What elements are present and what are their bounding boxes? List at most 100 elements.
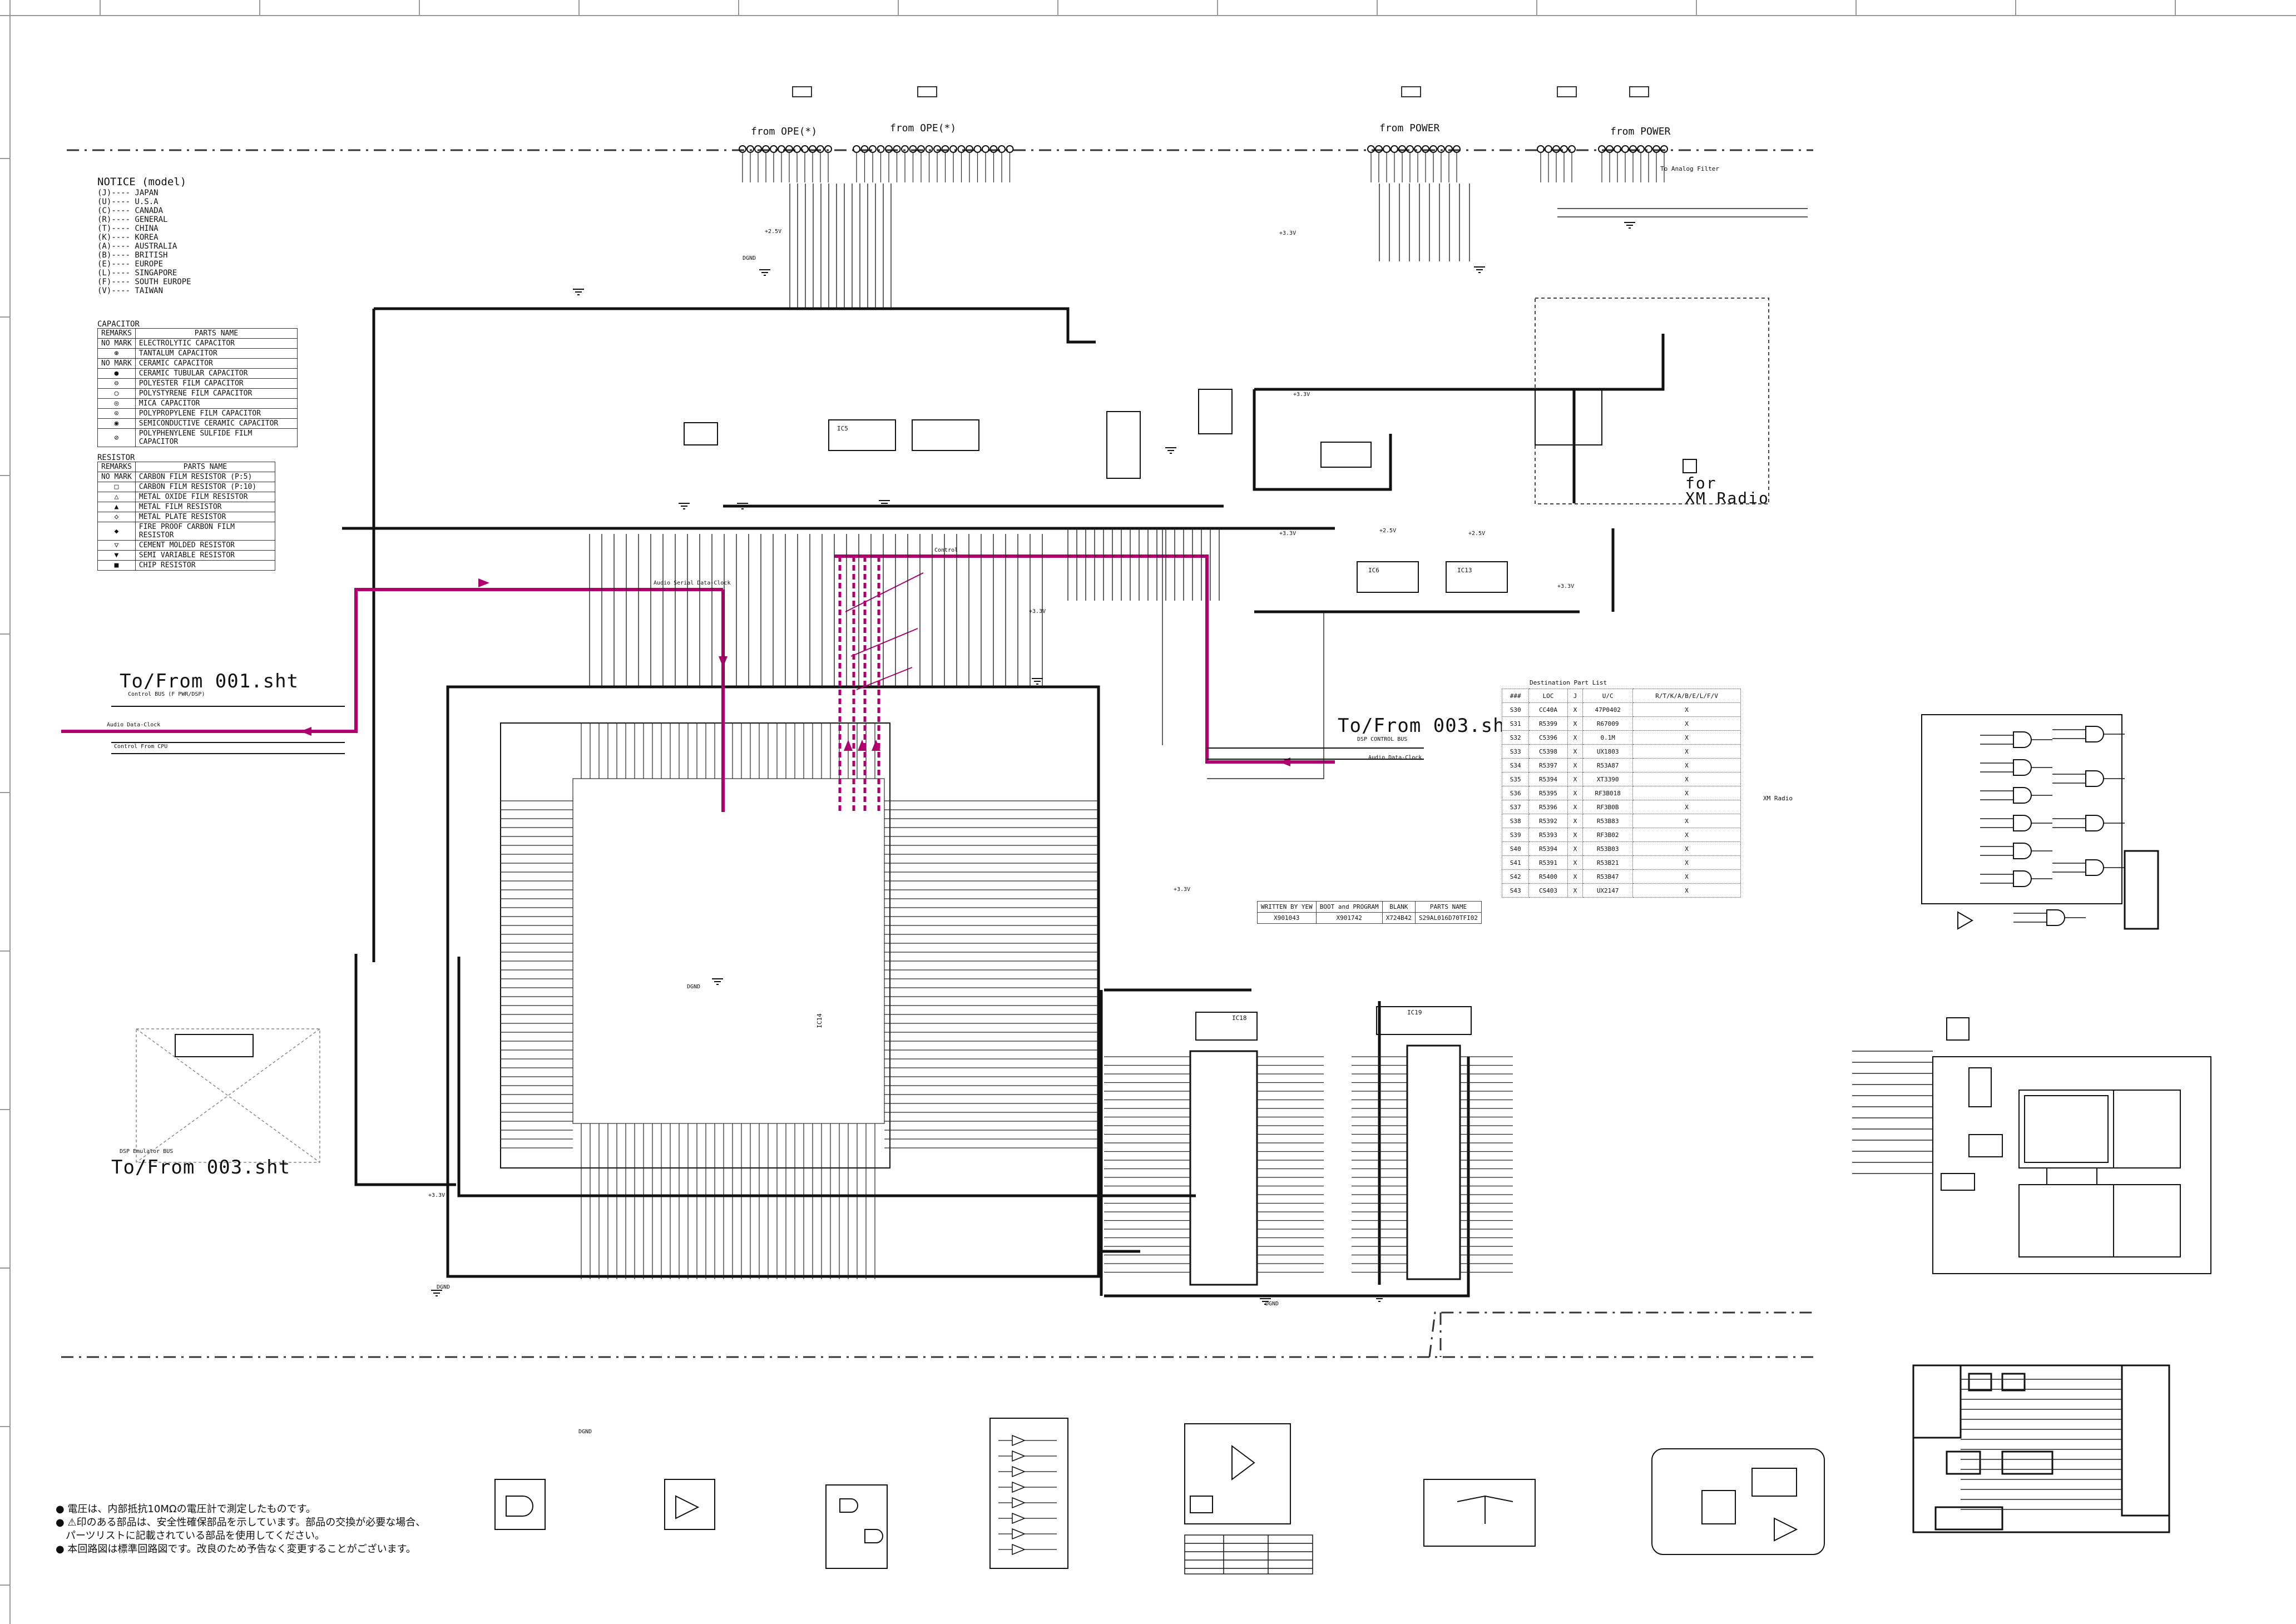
emulator-connector-block <box>136 1028 320 1163</box>
ic-package-transistor <box>1423 1479 1536 1547</box>
dest-cell: X <box>1567 800 1584 814</box>
legend-part-name: FIRE PROOF CARBON FILM RESISTOR <box>135 522 276 541</box>
audio-serial-label: Audio Serial Data-Clock <box>654 580 731 586</box>
logic-ic-package <box>2124 850 2159 930</box>
from-power-label-2: from POWER <box>1610 126 1671 137</box>
dest-cell: R53B03 <box>1582 841 1634 856</box>
dest-cell: X <box>1567 855 1584 870</box>
dest-cell: S41 <box>1501 855 1530 870</box>
dsp-control-bus-label: DSP CONTROL BUS <box>1357 736 1408 742</box>
dest-cell: R5394 <box>1528 841 1568 856</box>
program-cell: S29AL016D70TFI02 <box>1415 912 1482 924</box>
ground-icon <box>431 222 1635 1305</box>
notice-line: (F)---- SOUTH EUROPE <box>97 278 191 286</box>
legend-header: REMARKS <box>97 328 136 339</box>
net-label: +3.3V <box>1557 583 1575 590</box>
from-ope-label-2: from OPE(*) <box>890 122 957 134</box>
sdram-ic <box>1189 1012 1258 1286</box>
dest-cell: X <box>1632 772 1741 786</box>
audio-signal-dashed <box>838 556 880 812</box>
legend-symbol: ⊙ <box>97 408 136 419</box>
legend-header: PARTS NAME <box>135 462 276 472</box>
net-label: +3.3V <box>1279 230 1297 236</box>
legend-row: ●CERAMIC TUBULAR CAPACITOR <box>97 368 298 379</box>
dsp-ic-pins <box>501 723 1098 1279</box>
dest-header: R/T/K/A/B/E/L/F/V <box>1632 689 1741 703</box>
note-line: ● 本回路図は標準回路図です。改良のため予告なく変更することがございます。 <box>56 1543 416 1555</box>
dest-cell: R53A87 <box>1582 758 1634 773</box>
notice-line: (U)---- U.S.A <box>97 197 159 206</box>
net-label: +3.3V <box>1279 531 1297 537</box>
to-from-003-left-label: To/From 003.sht <box>111 1156 291 1179</box>
net-label: +2.5V <box>1379 528 1397 534</box>
program-cell: X724B42 <box>1382 912 1416 924</box>
legend-part-name: CERAMIC CAPACITOR <box>135 358 298 369</box>
legend-symbol: □ <box>97 482 136 492</box>
legend-symbol: ⊖ <box>97 378 136 389</box>
dest-cell: R53B21 <box>1582 855 1634 870</box>
thin-wiring <box>589 184 2122 1510</box>
top-connector-boxes <box>792 86 1649 97</box>
dest-cell: X <box>1567 786 1584 800</box>
program-header: BOOT and PROGRAM <box>1315 901 1383 913</box>
dsp-block-diagram <box>1912 1364 2170 1533</box>
net-label: +3.3V <box>1293 392 1310 398</box>
dest-cell: RF3B02 <box>1582 828 1634 842</box>
legend-symbol: ○ <box>97 388 136 399</box>
legend-row: ⊘POLYPHENYLENE SULFIDE FILM CAPACITOR <box>97 428 298 447</box>
legend-header: REMARKS <box>97 462 136 472</box>
dest-cell: R5392 <box>1528 814 1568 828</box>
dest-cell: R5397 <box>1528 758 1568 773</box>
pin-table-small <box>1184 1534 1313 1575</box>
legend-part-name: CHIP RESISTOR <box>135 560 276 571</box>
notice-line: (E)---- EUROPE <box>97 260 164 269</box>
dest-header: J <box>1567 689 1584 703</box>
ic13-name: IC13 <box>1457 567 1472 574</box>
notice-line: (K)---- KOREA <box>97 233 159 242</box>
dest-cell: R53B47 <box>1582 869 1634 884</box>
legend-row: ■CHIP RESISTOR <box>97 560 276 571</box>
legend-part-name: POLYPROPYLENE FILM CAPACITOR <box>135 408 298 419</box>
legend-symbol: ▽ <box>97 540 136 551</box>
dest-cell: X <box>1632 744 1741 759</box>
dest-header: ### <box>1501 689 1530 703</box>
legend-symbol: ▲ <box>97 502 136 512</box>
legend-part-name: CERAMIC TUBULAR CAPACITOR <box>135 368 298 379</box>
buffer-icon <box>998 1434 1057 1556</box>
legend-symbol: ◆ <box>97 522 136 541</box>
pin-header-icon <box>739 145 1668 182</box>
notice-title: NOTICE (model) <box>97 176 187 188</box>
dest-cell: X <box>1567 716 1584 731</box>
net-label: +2.5V <box>1468 531 1486 537</box>
dest-header: U/C <box>1582 689 1634 703</box>
xm-marker-box <box>1683 459 1697 473</box>
from-power-label-1: from POWER <box>1379 122 1440 134</box>
notice-list: (J)---- JAPAN(U)---- U.S.A(C)---- CANADA… <box>97 189 191 296</box>
dest-cell: R5394 <box>1528 772 1568 786</box>
dest-cell: RF3B0B <box>1582 800 1634 814</box>
dest-cell: S39 <box>1501 828 1530 842</box>
legend-row: △METAL OXIDE FILM RESISTOR <box>97 492 276 502</box>
net-label: DGND <box>687 984 701 990</box>
resistor-legend-title: RESISTOR <box>97 453 135 462</box>
dsp-ic <box>446 685 1100 1278</box>
net-label: DGND <box>743 255 756 261</box>
legend-part-name: METAL FILM RESISTOR <box>135 502 276 512</box>
dest-cell: X <box>1567 772 1584 786</box>
dest-cell: X <box>1567 758 1584 773</box>
notice-line: (L)---- SINGAPORE <box>97 269 177 278</box>
ic-package-small-2 <box>664 1479 715 1530</box>
net-label: +3.3V <box>428 1192 446 1199</box>
dest-cell: X <box>1567 883 1584 898</box>
dest-cell: X <box>1632 828 1741 842</box>
dest-cell: S38 <box>1501 814 1530 828</box>
